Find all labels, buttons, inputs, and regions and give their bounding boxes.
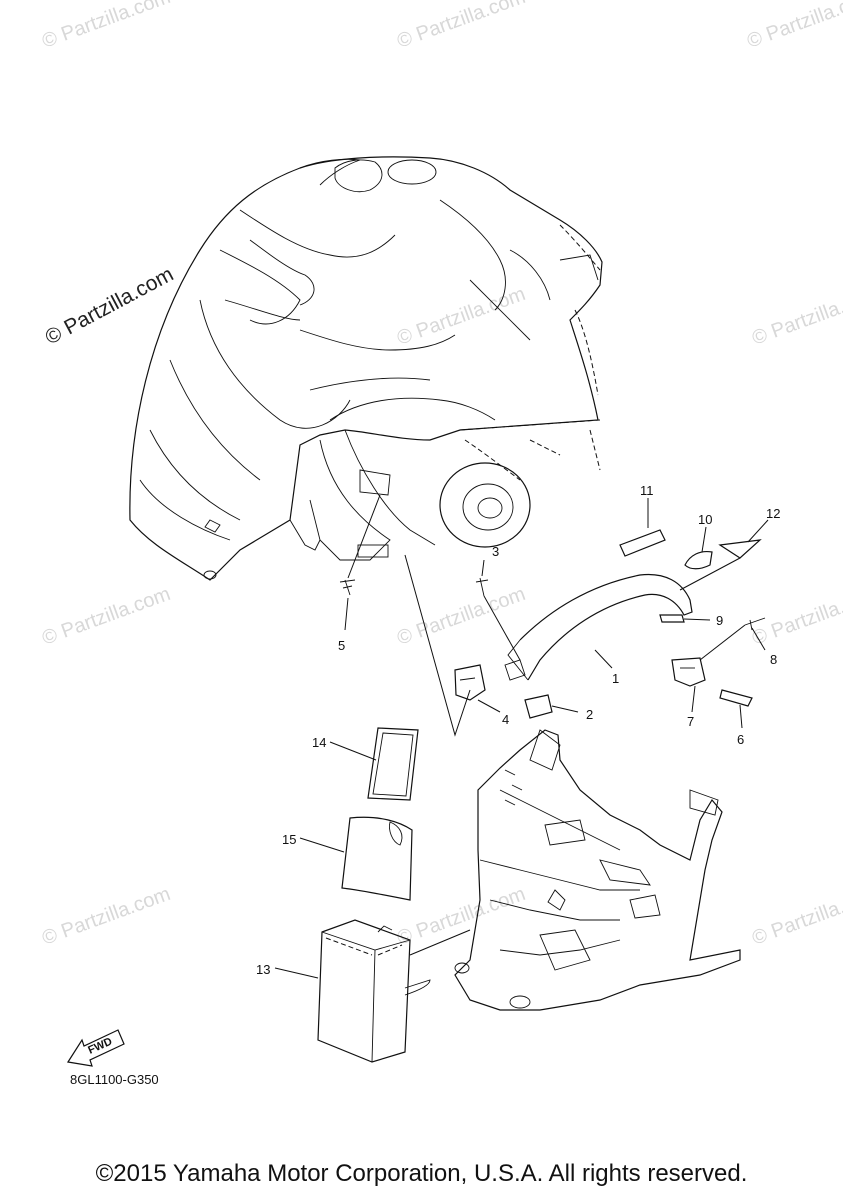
callout-11: 11 [640,483,654,498]
part-8-screw [699,617,766,661]
callout-13: 13 [256,962,270,977]
callout-15: 15 [282,832,296,847]
part-14-gasket [329,727,419,801]
part-3-screw [475,559,521,661]
diagram-code: 8GL1100-G350 [70,1072,159,1087]
watermark: © Partzilla.com [749,283,843,350]
callout-9: 9 [716,613,723,628]
fwd-arrow-icon: FWD [67,1029,125,1067]
copyright-notice: ©2015 Yamaha Motor Corporation, U.S.A. A… [95,1160,748,1187]
part-1-strap [507,573,693,681]
part-12-tag [679,519,769,591]
hull-body [129,156,603,581]
watermark: © Partzilla.com [39,0,173,53]
callout-numbers: 1 2 3 4 5 6 7 8 9 10 11 12 13 14 15 [256,483,780,977]
watermark: © Partzilla.com [394,283,528,350]
watermark: © Partzilla.com [749,883,843,950]
part-15-cover [299,816,413,901]
callout-8: 8 [770,652,777,667]
watermark-layer: © Partzilla.com © Partzilla.com © Partzi… [39,0,843,950]
part-2-bracket [504,659,579,719]
part-13-box [274,919,471,1063]
assembly-leader [404,554,471,737]
watermark-dark: © Partzilla.com [42,263,178,350]
part-7-bracket [671,657,706,713]
part-6-clip [719,689,753,729]
watermark: © Partzilla.com [394,883,528,950]
callout-7: 7 [687,714,694,729]
callout-5: 5 [338,638,345,653]
callout-14: 14 [312,735,326,750]
watermark: © Partzilla.com [394,0,528,53]
watermark: © Partzilla.com [749,583,843,650]
part-5-clip [339,494,381,631]
watermark: © Partzilla.com [744,0,843,53]
fwd-label: FWD [86,1036,114,1057]
callout-10: 10 [698,512,712,527]
part-4-bracket [454,664,501,713]
frame [454,729,741,1011]
watermark: © Partzilla.com [39,583,173,650]
part-10-pad [684,526,713,570]
callout-6: 6 [737,732,744,747]
callout-1: 1 [612,671,619,686]
part-9-band [659,614,711,623]
part-11-pad [619,498,666,557]
watermark: © Partzilla.com [39,883,173,950]
callout-3: 3 [492,544,499,559]
callout-12: 12 [766,506,780,521]
callout-2: 2 [586,707,593,722]
callout-4: 4 [502,712,509,727]
